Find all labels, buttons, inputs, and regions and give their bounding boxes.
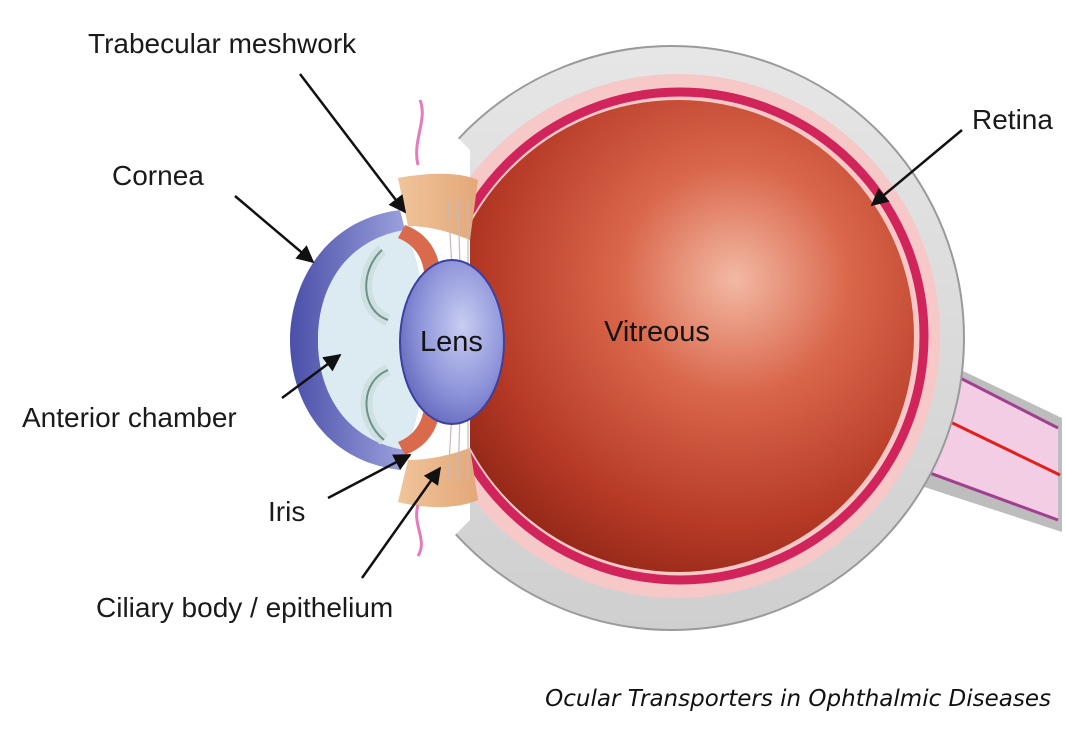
label-anterior-chamber: Anterior chamber [22, 402, 237, 434]
label-iris: Iris [268, 496, 305, 528]
label-cornea: Cornea [112, 160, 204, 192]
label-lens: Lens [420, 326, 483, 359]
label-ciliary-body: Ciliary body / epithelium [96, 592, 393, 624]
label-trabecular-meshwork: Trabecular meshwork [88, 28, 356, 60]
figure-caption: Ocular Transporters in Ophthalmic Diseas… [545, 686, 1051, 712]
label-vitreous: Vitreous [604, 316, 710, 349]
label-retina: Retina [972, 104, 1053, 136]
